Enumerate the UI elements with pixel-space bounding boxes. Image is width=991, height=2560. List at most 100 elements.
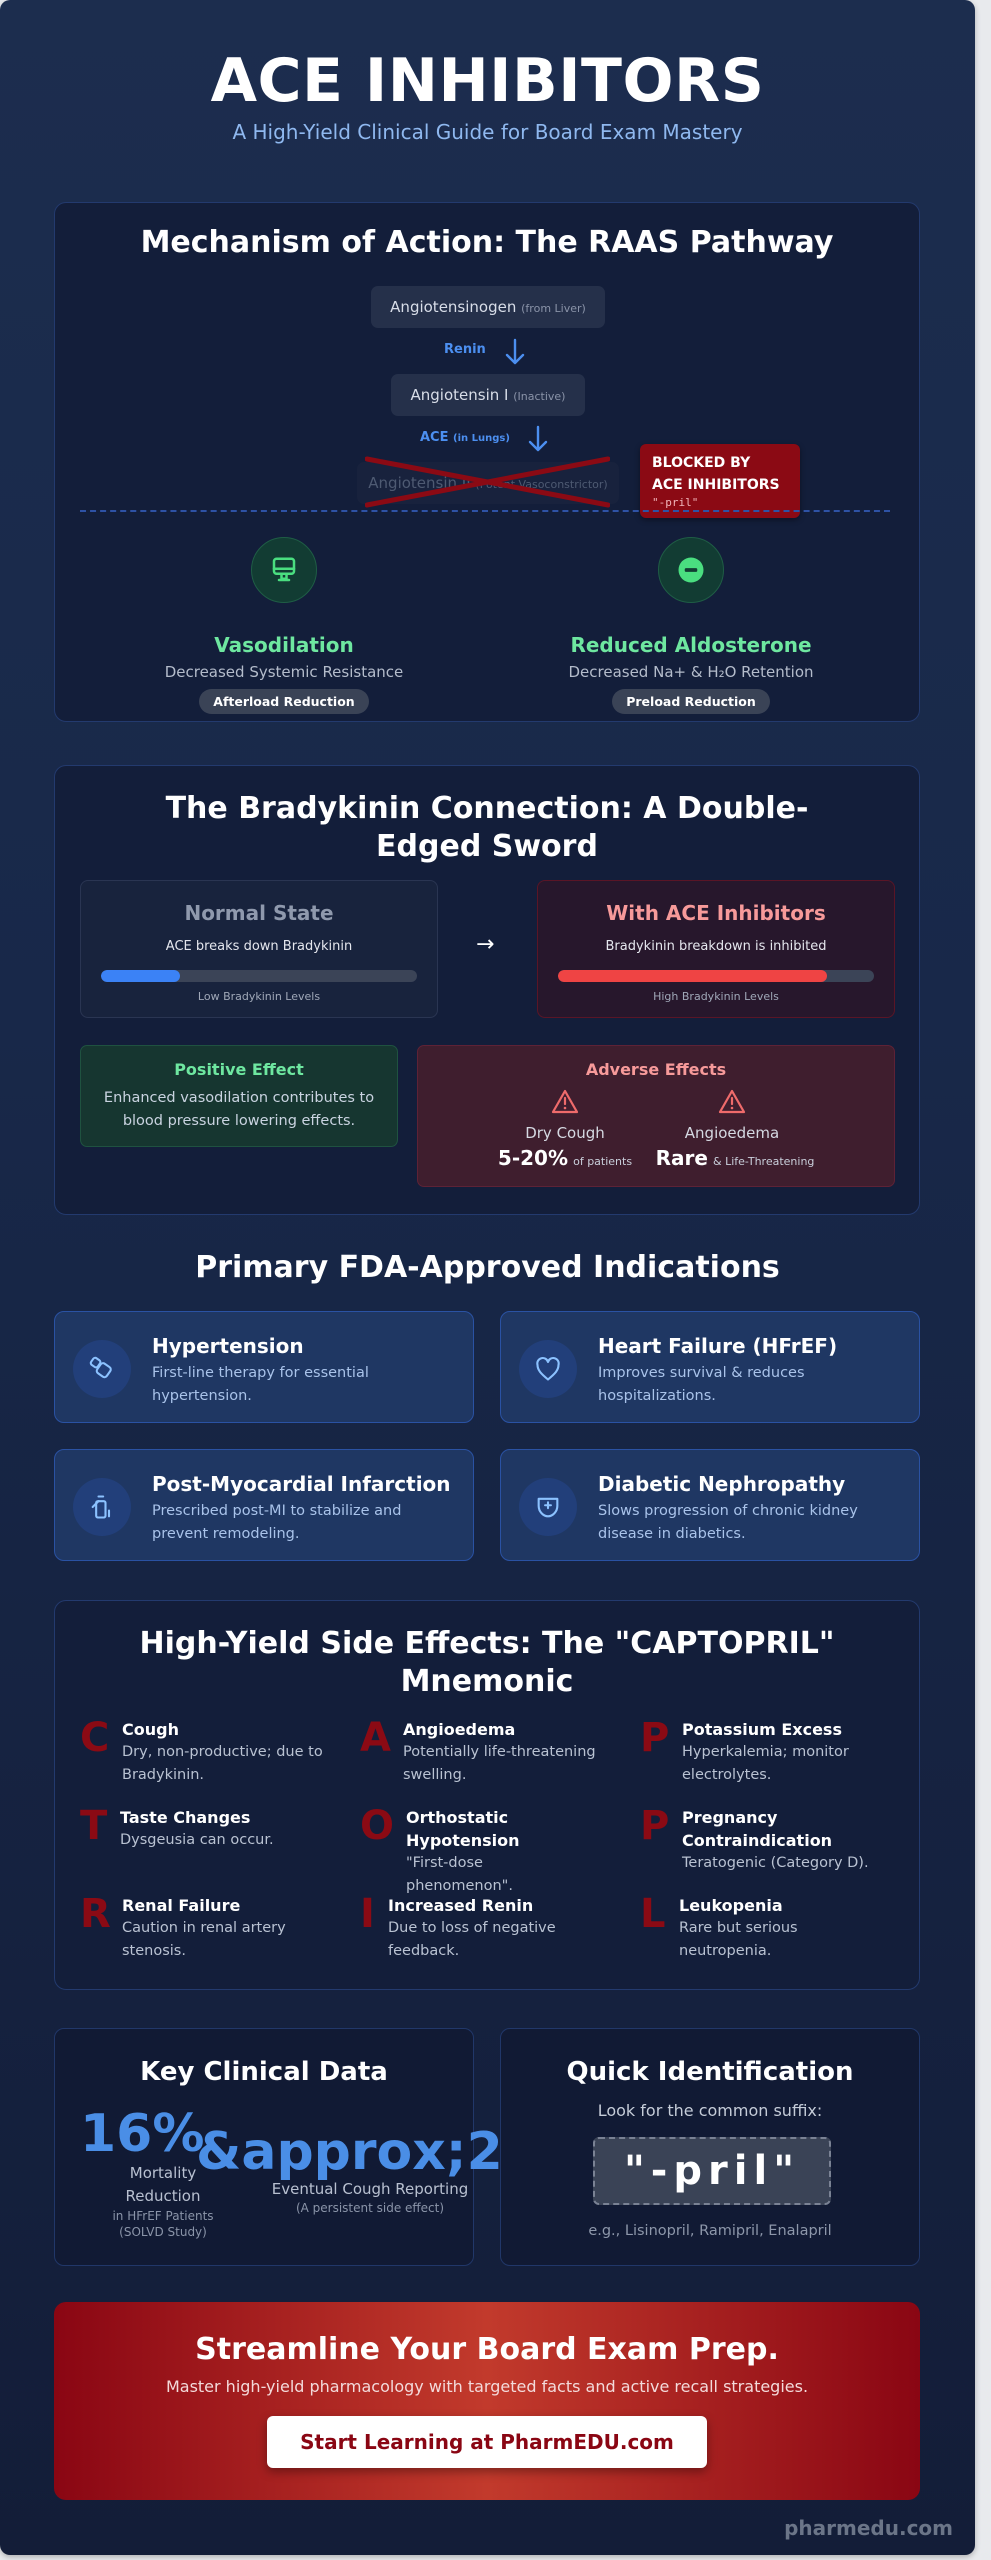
effect-pill: Preload Reduction	[612, 689, 770, 714]
mnemonic-desc: Rare but serious neutropenia.	[679, 1920, 798, 1959]
adverse-stat-cough: 5-20% of patients	[475, 1146, 655, 1170]
cough-stat-note: (A persistent side effect)	[295, 2201, 445, 2215]
indication-title: Heart Failure (HFrEF)	[598, 1334, 838, 1358]
normal-desc: ACE breaks down Bradykinin	[165, 939, 353, 954]
node-note: (from Liver)	[521, 302, 586, 315]
adverse-stat-angioedema: Rare & Life-Threatening	[640, 1146, 830, 1170]
quick-id-examples: e.g., Lisinopril, Ramipril, Enalapril	[588, 2223, 832, 2239]
node-note: (Inactive)	[513, 390, 566, 403]
arrow-down-icon	[505, 338, 525, 365]
inhibited-state-card: With ACE Inhibitors Bradykinin breakdown…	[537, 880, 895, 1018]
mortality-stat-note-1: in HFrEF Patients	[112, 2209, 214, 2223]
effect-vasodilation: Vasodilation Decreased Systemic Resistan…	[114, 537, 454, 714]
mortality-stat-value: 16%	[80, 2104, 205, 2164]
indication-card: Heart Failure (HFrEF) Improves survival …	[500, 1311, 920, 1423]
node-angiotensin-1: Angiotensin I (Inactive)	[391, 374, 585, 416]
suffix-box: "-pril"	[593, 2137, 831, 2205]
mnemonic-letter: P	[640, 1715, 670, 1761]
page-subtitle: A High-Yield Clinical Guide for Board Ex…	[232, 120, 743, 144]
enzyme-label: ACE	[420, 430, 449, 445]
monitor-icon	[251, 537, 317, 603]
node-label: Angiotensinogen	[390, 298, 517, 316]
mnemonic-desc: Caution in renal artery stenosis.	[122, 1920, 286, 1959]
adverse-item-cough: Dry Cough	[490, 1088, 640, 1142]
mnemonic-title: High-Yield Side Effects: The "CAPTOPRIL"…	[139, 1626, 835, 1699]
mnemonic-letter: R	[80, 1891, 111, 1937]
pills-icon	[73, 1340, 131, 1398]
mnemonic-letter: T	[80, 1803, 108, 1849]
page-title: ACE INHIBITORS	[210, 46, 765, 116]
node-label: Angiotensin I	[410, 386, 509, 404]
blocked-title-2: ACE INHIBITORS	[652, 477, 780, 493]
enzyme-ace: ACE (in Lungs)	[420, 430, 510, 445]
inhibited-desc: Bradykinin breakdown is inhibited	[605, 939, 827, 954]
stat-value: Rare	[655, 1146, 708, 1170]
inhibited-level-label: High Bradykinin Levels	[653, 990, 779, 1003]
transition-arrow: →	[476, 932, 495, 957]
cta-banner: Streamline Your Board Exam Prep. Master …	[54, 2302, 920, 2500]
blocked-title-1: BLOCKED BY	[652, 455, 751, 471]
adverse-name: Angioedema	[684, 1124, 780, 1142]
indication-title: Post-Myocardial Infarction	[152, 1472, 451, 1496]
mnemonic-desc: Dry, non-productive; due to Bradykinin.	[122, 1744, 323, 1783]
start-learning-button[interactable]: Start Learning at PharmEDU.com	[267, 2416, 707, 2468]
effect-name: Reduced Aldosterone	[570, 633, 812, 657]
stat-note: & Life-Threatening	[713, 1155, 815, 1168]
warning-icon	[551, 1089, 579, 1114]
footer-brand: pharmedu.com	[784, 2516, 953, 2540]
mnemonic-desc: Hyperkalemia; monitor electrolytes.	[682, 1744, 849, 1783]
indication-desc: First-line therapy for essential hyperte…	[152, 1365, 369, 1404]
indication-card: Post-Myocardial Infarction Prescribed po…	[54, 1449, 474, 1561]
indications-title: Primary FDA-Approved Indications	[195, 1250, 780, 1285]
adverse-heading: Adverse Effects	[585, 1060, 727, 1079]
positive-effect-box: Positive Effect Enhanced vasodilation co…	[80, 1045, 398, 1147]
indication-title: Hypertension	[152, 1334, 304, 1358]
mnemonic-letter: I	[360, 1891, 375, 1937]
cta-heading: Streamline Your Board Exam Prep.	[195, 2332, 779, 2367]
stat-note: of patients	[573, 1155, 633, 1168]
blocked-suffix: "-pril"	[652, 496, 699, 509]
mnemonic-letter: P	[640, 1803, 670, 1849]
indication-desc: Prescribed post-MI to stabilize and prev…	[152, 1503, 402, 1542]
indication-title: Diabetic Nephropathy	[598, 1472, 846, 1496]
mnemonic-desc: Due to loss of negative feedback.	[388, 1920, 556, 1959]
pathway-divider	[80, 510, 890, 512]
bradykinin-title: The Bradykinin Connection: A Double-Edge…	[165, 791, 809, 864]
mnemonic-letter: L	[640, 1891, 666, 1937]
quick-id-prompt: Look for the common suffix:	[597, 2101, 823, 2120]
indication-card: Hypertension First-line therapy for esse…	[54, 1311, 474, 1423]
mnemonic-term: Orthostatic Hypotension	[406, 1808, 520, 1850]
adverse-name: Dry Cough	[525, 1124, 605, 1142]
mortality-stat-note-2: (SOLVD Study)	[119, 2225, 207, 2239]
mnemonic-term: Pregnancy Contraindication	[682, 1808, 833, 1850]
indication-card: Diabetic Nephropathy Slows progression o…	[500, 1449, 920, 1561]
adverse-item-angioedema: Angioedema	[657, 1088, 807, 1142]
effect-name: Vasodilation	[214, 633, 354, 657]
indication-desc: Slows progression of chronic kidney dise…	[598, 1503, 858, 1542]
mnemonic-panel: High-Yield Side Effects: The "CAPTOPRIL"…	[54, 1600, 920, 1990]
enzyme-renin-label: Renin	[444, 342, 486, 357]
mechanism-title: Mechanism of Action: The RAAS Pathway	[140, 225, 834, 260]
effect-reduced-aldosterone: Reduced Aldosterone Decreased Na+ & H₂O …	[521, 537, 861, 714]
mnemonic-letter: O	[360, 1803, 395, 1849]
heart-icon	[519, 1340, 577, 1398]
indication-desc: Improves survival & reduces hospitalizat…	[598, 1365, 805, 1404]
adverse-effects-box: Adverse Effects	[417, 1045, 895, 1187]
cough-stat-label: Eventual Cough Reporting	[271, 2180, 469, 2198]
mnemonic-term: Taste Changes	[120, 1808, 251, 1827]
effect-desc: Decreased Systemic Resistance	[164, 663, 404, 681]
clinical-data-title: Key Clinical Data	[140, 2057, 388, 2087]
positive-text: Enhanced vasodilation contributes to blo…	[103, 1090, 375, 1129]
mnemonic-term: Increased Renin	[388, 1896, 534, 1915]
node-label: Angiotensin II	[368, 474, 471, 492]
shield-plus-icon	[519, 1478, 577, 1536]
mnemonic-term: Leukopenia	[679, 1896, 783, 1915]
normal-level-label: Low Bradykinin Levels	[197, 990, 321, 1003]
low-level-bar	[101, 970, 417, 982]
mnemonic-term: Renal Failure	[122, 1896, 241, 1915]
quick-id-card: Quick Identification Look for the common…	[500, 2028, 920, 2266]
quick-id-title: Quick Identification	[566, 2057, 854, 2087]
normal-heading: Normal State	[184, 901, 334, 925]
mnemonic-desc: Potentially life-threatening swelling.	[403, 1744, 596, 1783]
